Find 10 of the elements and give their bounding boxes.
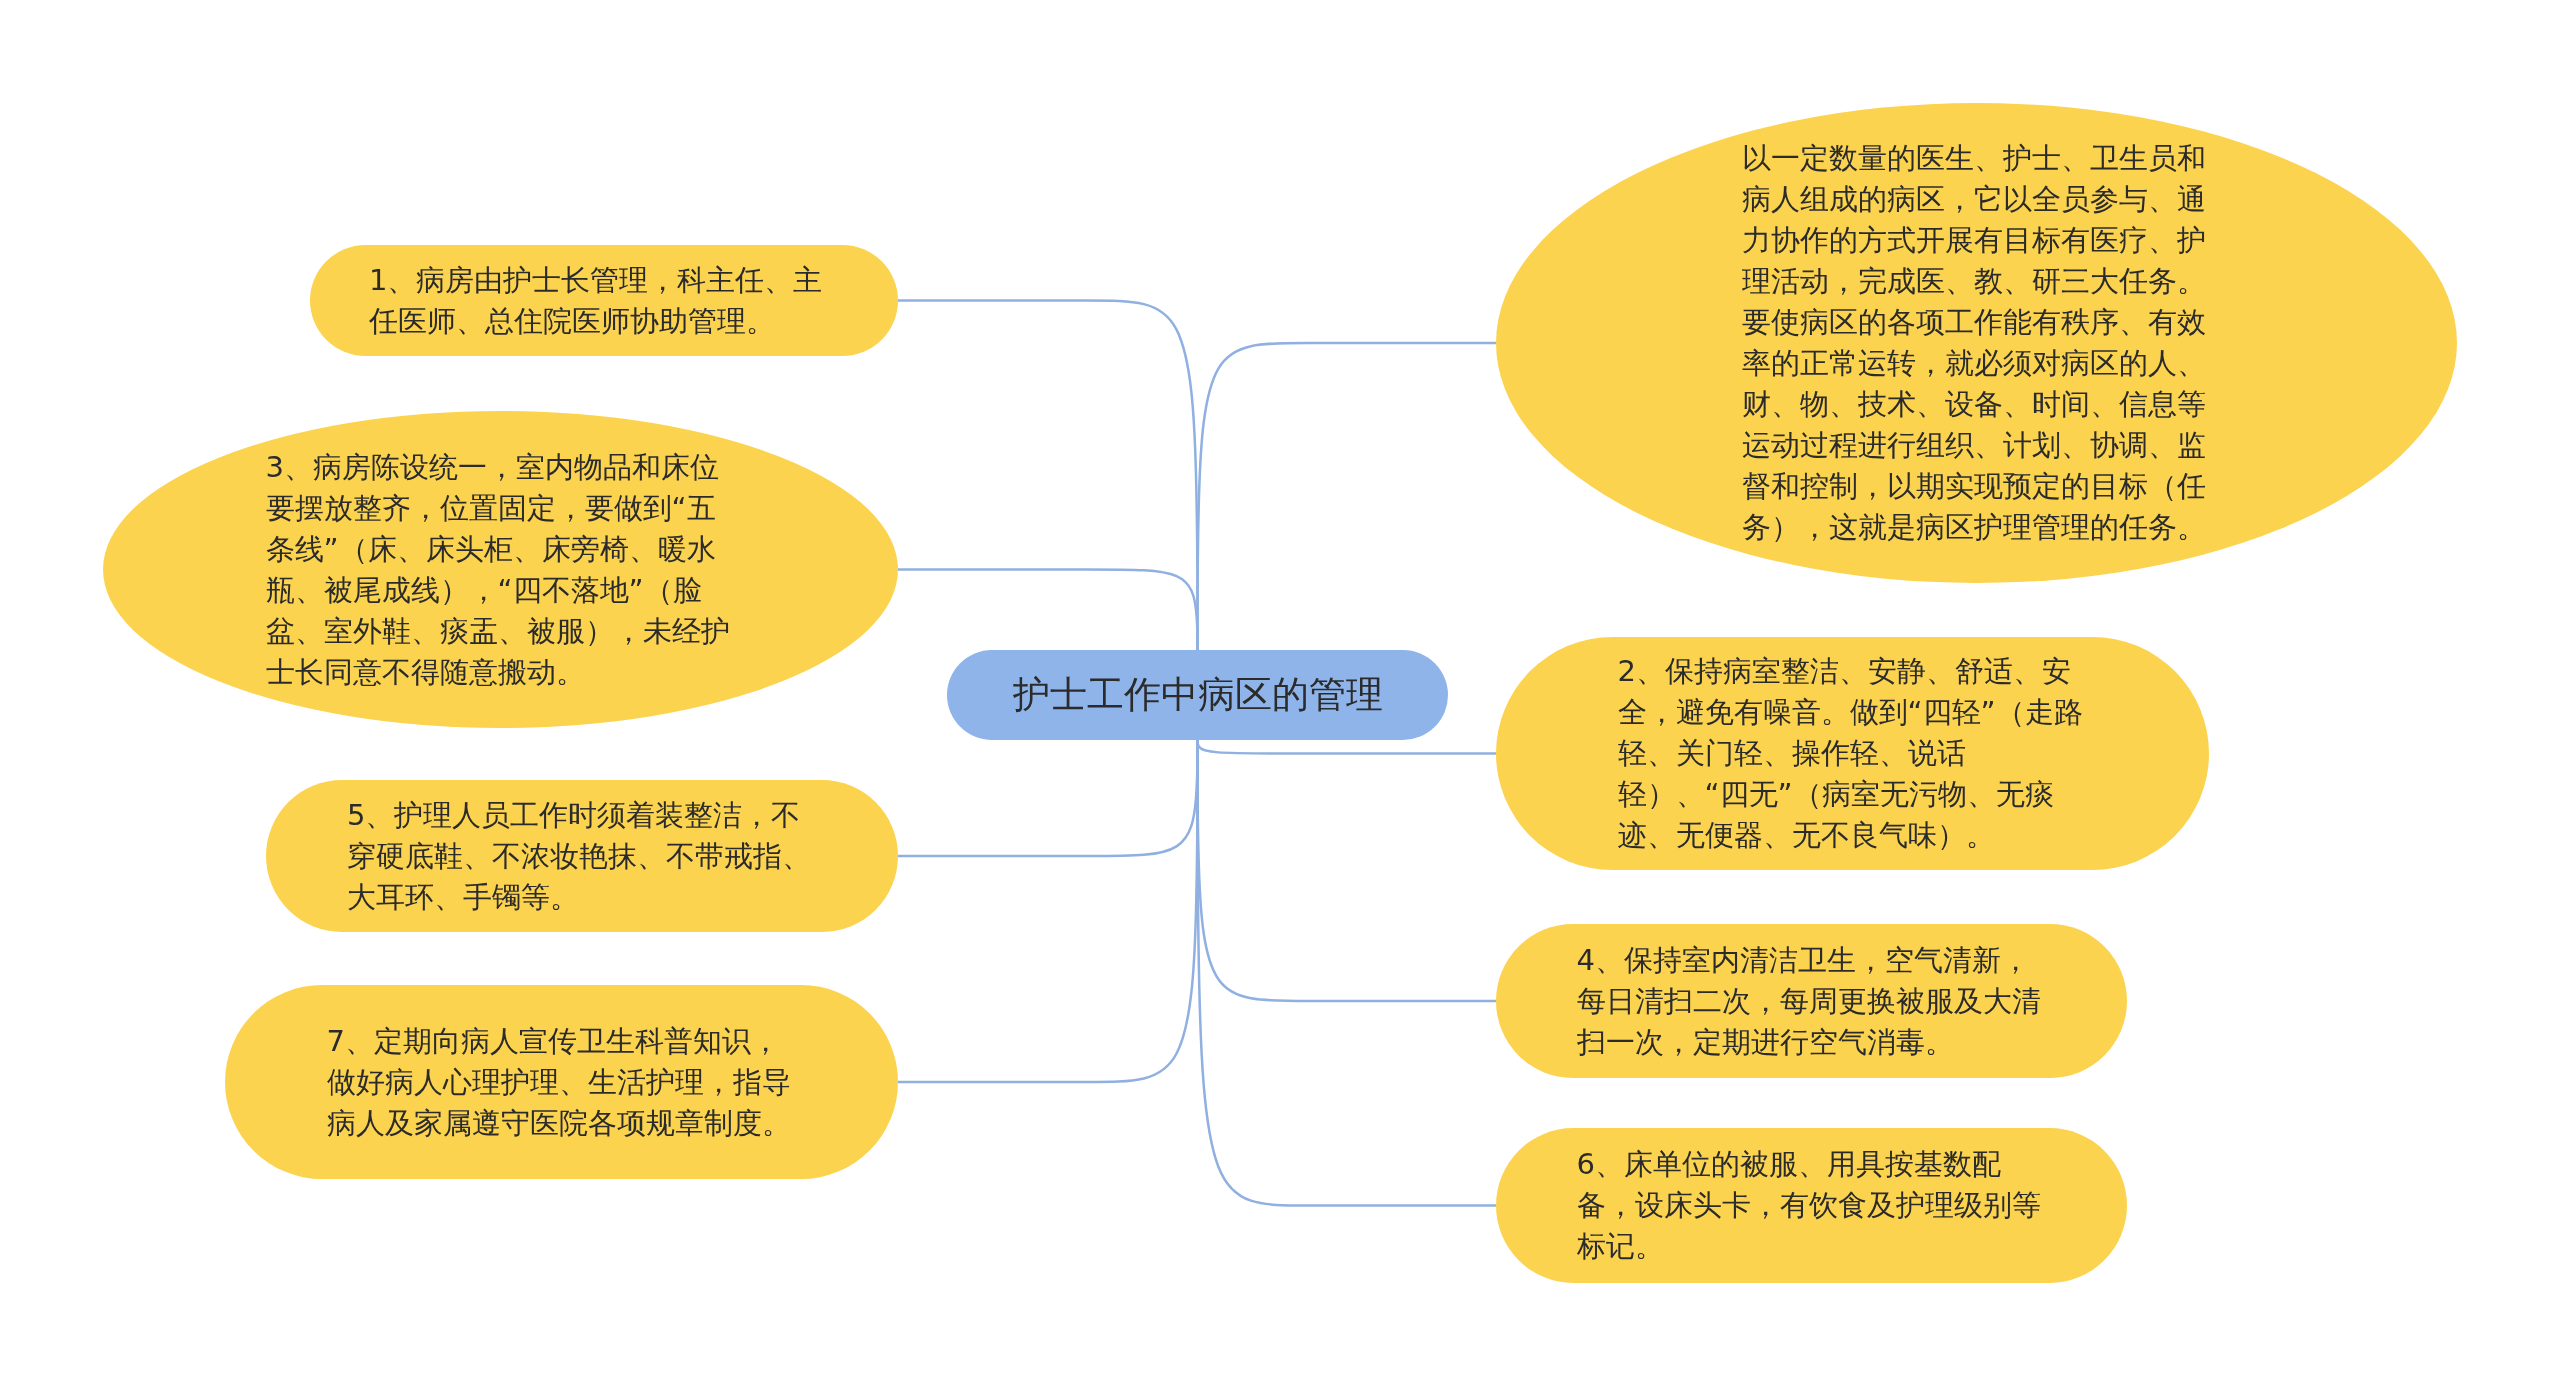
topic-text: 3、病房陈设统一，室内物品和床位要摆放整齐，位置固定，要做到“五条线”（床、床头柜、床旁椅、暖水瓶、被尾成线），“四不落地”（脸盆、室外鞋、痰盂、被服），未经护士长同意不得随意搬动。 bbox=[265, 448, 731, 691]
topic-text: 6、床单位的被服、用具按基数配备，设床头卡，有饮食及护理级别等标记。 bbox=[1576, 1146, 2042, 1265]
topic-text: 5、护理人员工作时须着装整洁，不穿硬底鞋、不浓妆艳抹、不带戒指、大耳环、手镯等。 bbox=[347, 796, 812, 916]
topic-text: 7、定期向病人宣传卫生科普知识，做好病人心理护理、生活护理，指导病人及家属遵守医院各项规章制度。 bbox=[326, 1022, 792, 1142]
topic-text: 1、病房由护士长管理，科主任、主任医师、总住院医师协助管理。 bbox=[369, 261, 824, 340]
topic-text: 2、保持病室整洁、安静、舒适、安全，避免有噪音。做到“四轻”（走路轻、关门轻、操作轻、说话轻）、“四无”（病室无污物、无痰迹、无便器、无不良气味）。 bbox=[1617, 653, 2084, 854]
connector-line bbox=[898, 568, 1199, 650]
topic-text: 4、保持室内清洁卫生，空气清新，每日清扫二次，每周更换被服及大清扫一次，定期进行空气消毒。 bbox=[1576, 941, 2042, 1061]
topic-text: 以一定数量的医生、护士、卫生员和病人组成的病区，它以全员参与、通力协作的方式开展有目标有医疗、护理活动，完成医、教、研三大任务。要使病区的各项工作能有秩序、有效率的正常运转，就必须对病区的人、财、物、技术、设备、时间、信息等运动过程进行组织、计划、协调、监督和控制，以期实现预定的目标（任务），这就是病区护理管理的任务。 bbox=[1741, 140, 2207, 546]
central-topic-text: 护士工作中病区的管理 bbox=[1012, 673, 1383, 717]
